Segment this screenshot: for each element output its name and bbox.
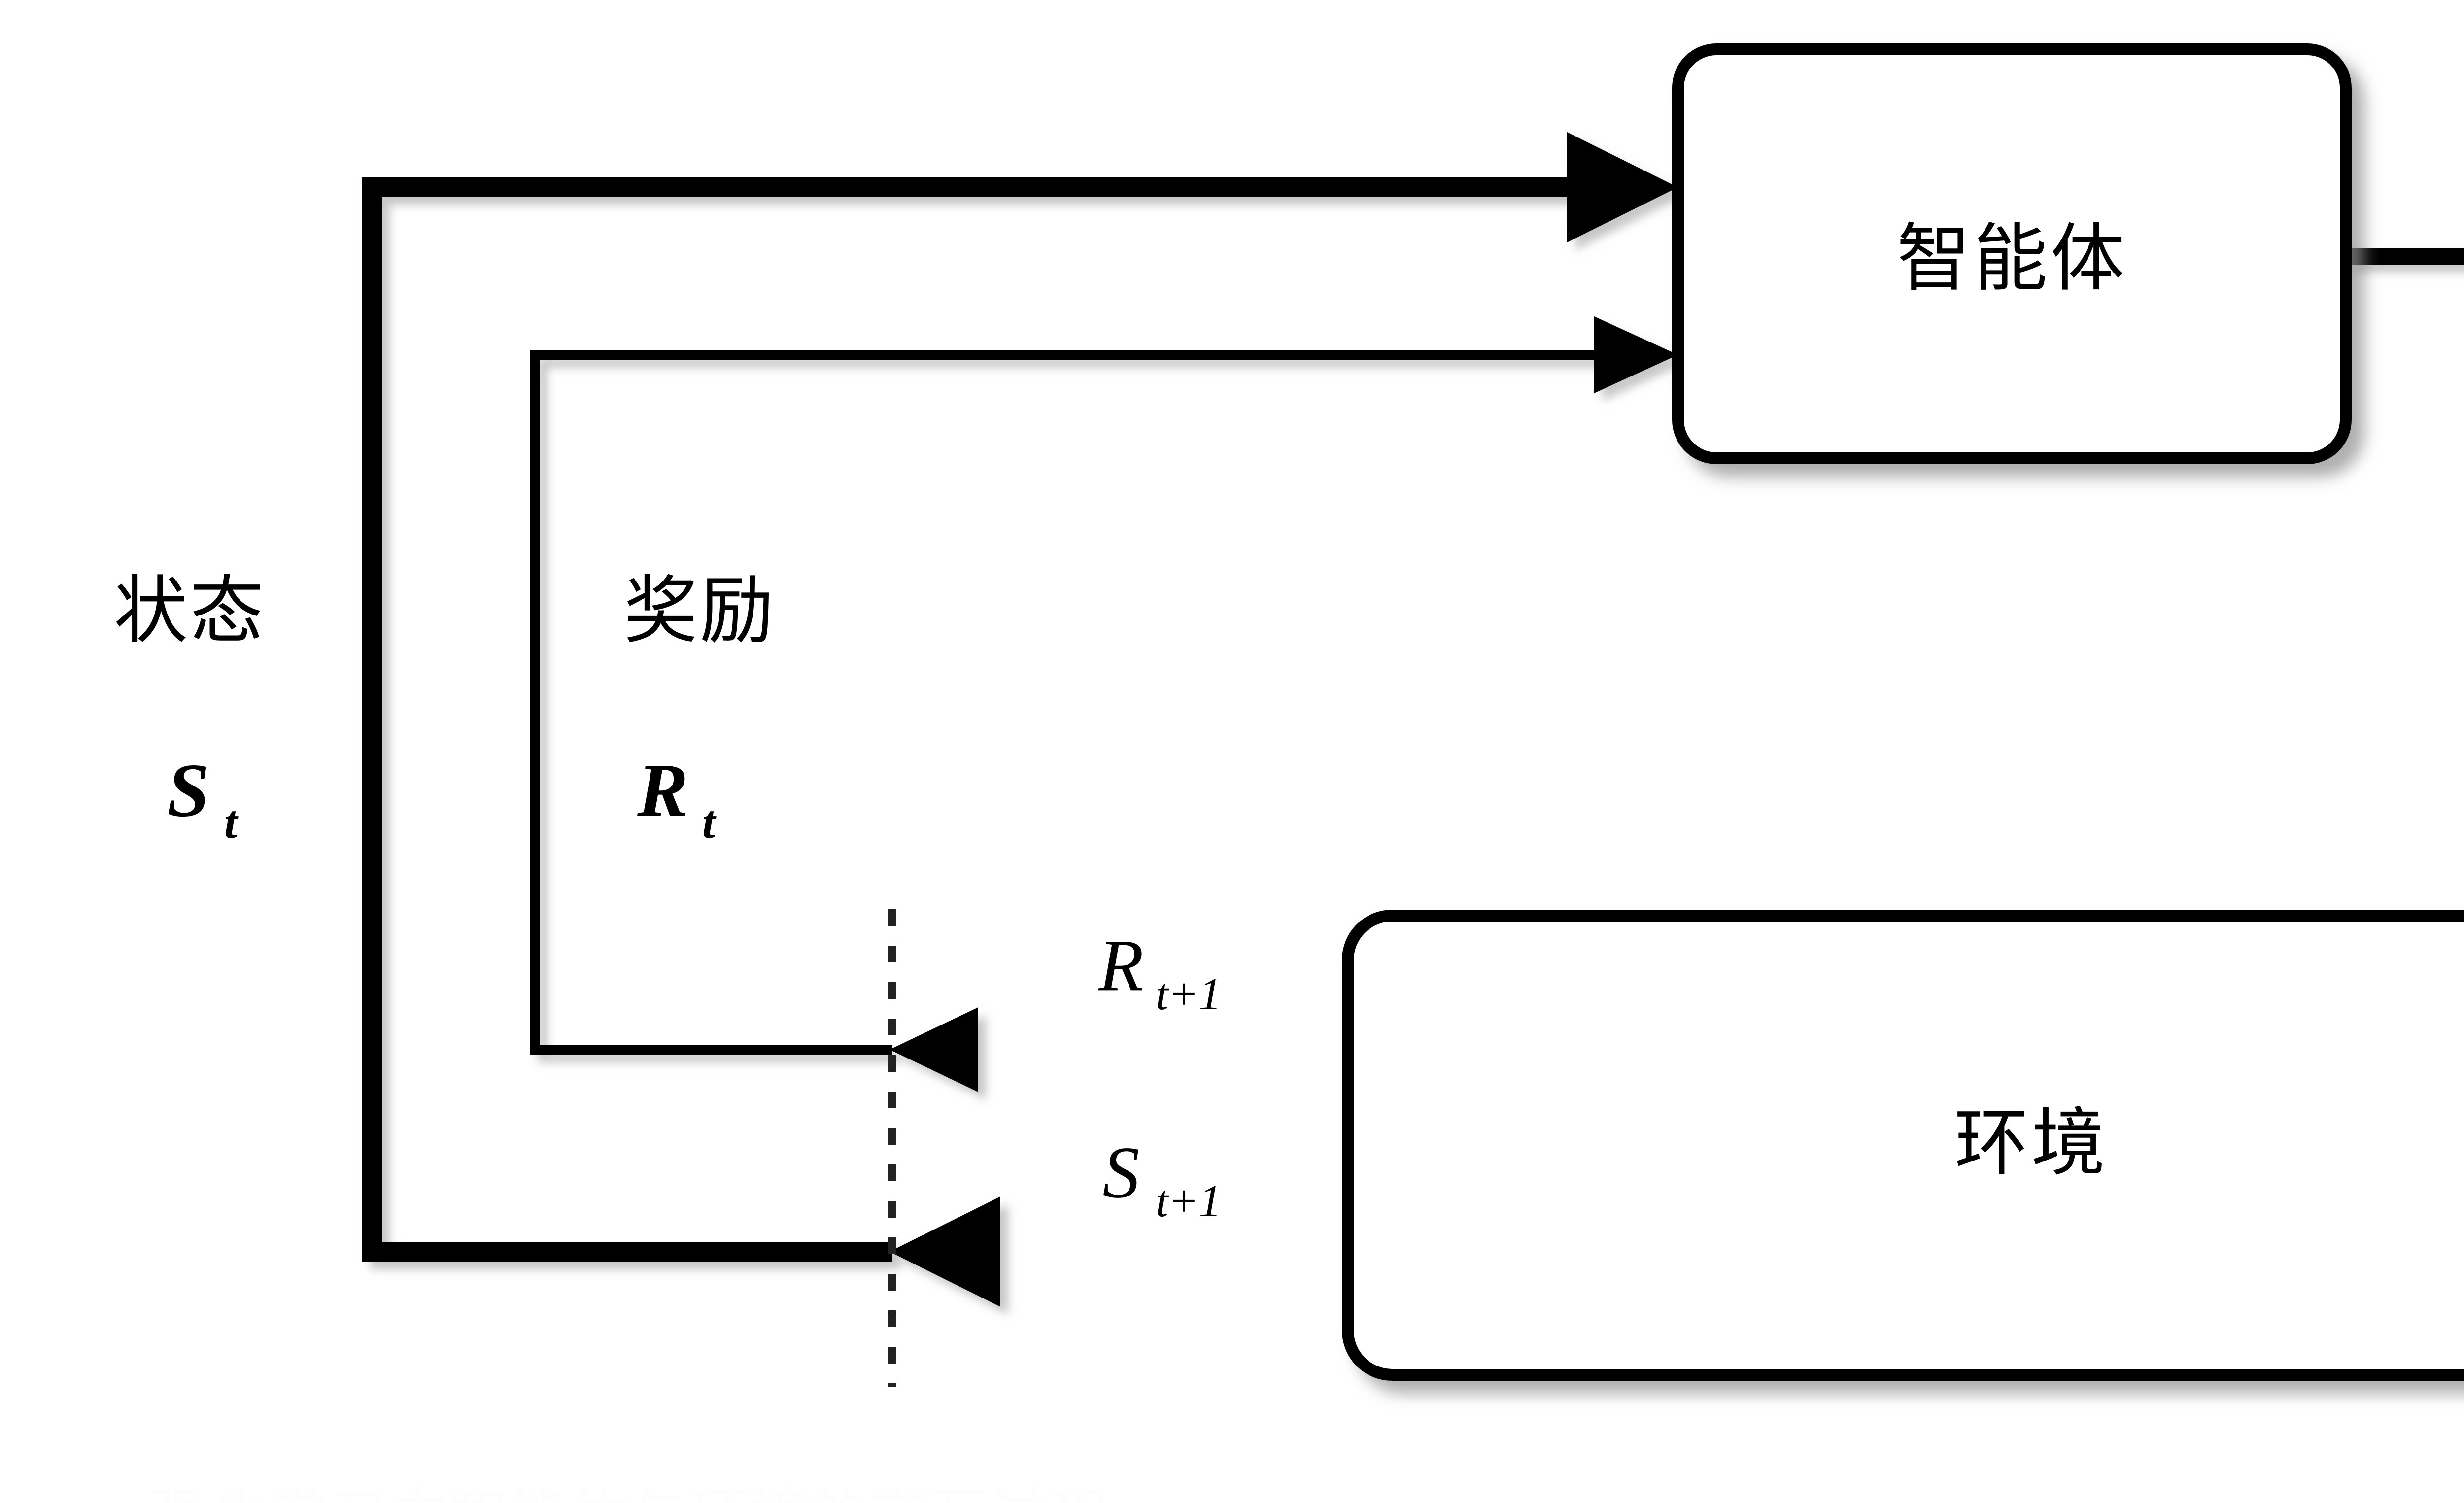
reward-symbol-subscript: t xyxy=(702,796,717,848)
reward-label-group: 奖励 R t xyxy=(624,568,776,848)
environment-node[interactable]: 环境 xyxy=(1342,910,2464,1381)
figure-caption: 强化学习中智能体与环境的交互过程 xyxy=(148,1471,1110,1503)
reward-arrowhead-to-agent xyxy=(1594,316,1678,393)
state-edge-path xyxy=(362,177,1602,1262)
state-symbol: S xyxy=(167,748,209,833)
reward-feedback-edge xyxy=(530,316,1678,1092)
environment-box[interactable] xyxy=(1342,910,2464,1381)
reward-arrowhead-to-dashed xyxy=(890,1007,978,1092)
reward-label-cn: 奖励 xyxy=(624,568,776,654)
next-state-label-group: S t+1 xyxy=(1103,1131,1222,1226)
environment-label: 环境 xyxy=(1954,1100,2108,1186)
next-state-symbol: S xyxy=(1103,1131,1140,1213)
state-arrowhead-to-agent xyxy=(1567,132,1678,242)
state-symbol-subscript: t xyxy=(224,796,239,848)
state-feedback-edge xyxy=(362,132,1678,1307)
reward-edge-path xyxy=(530,350,1621,1055)
caption-clip-region: 强化学习中智能体与环境的交互过程 xyxy=(0,1471,2464,1503)
state-arrowhead-to-dashed xyxy=(890,1196,1000,1307)
agent-label: 智能体 xyxy=(1897,216,2127,302)
next-state-subscript: t+1 xyxy=(1156,1176,1222,1226)
next-reward-subscript: t+1 xyxy=(1156,969,1222,1019)
next-reward-symbol: R xyxy=(1098,924,1144,1006)
state-label-group: 状态 S t xyxy=(114,568,266,848)
agent-node[interactable]: 智能体 xyxy=(1672,43,2352,464)
next-reward-label-group: R t+1 xyxy=(1098,924,1221,1019)
agent-box[interactable] xyxy=(1672,43,2352,464)
state-label-cn: 状态 xyxy=(114,568,266,654)
reward-symbol: R xyxy=(637,748,688,833)
